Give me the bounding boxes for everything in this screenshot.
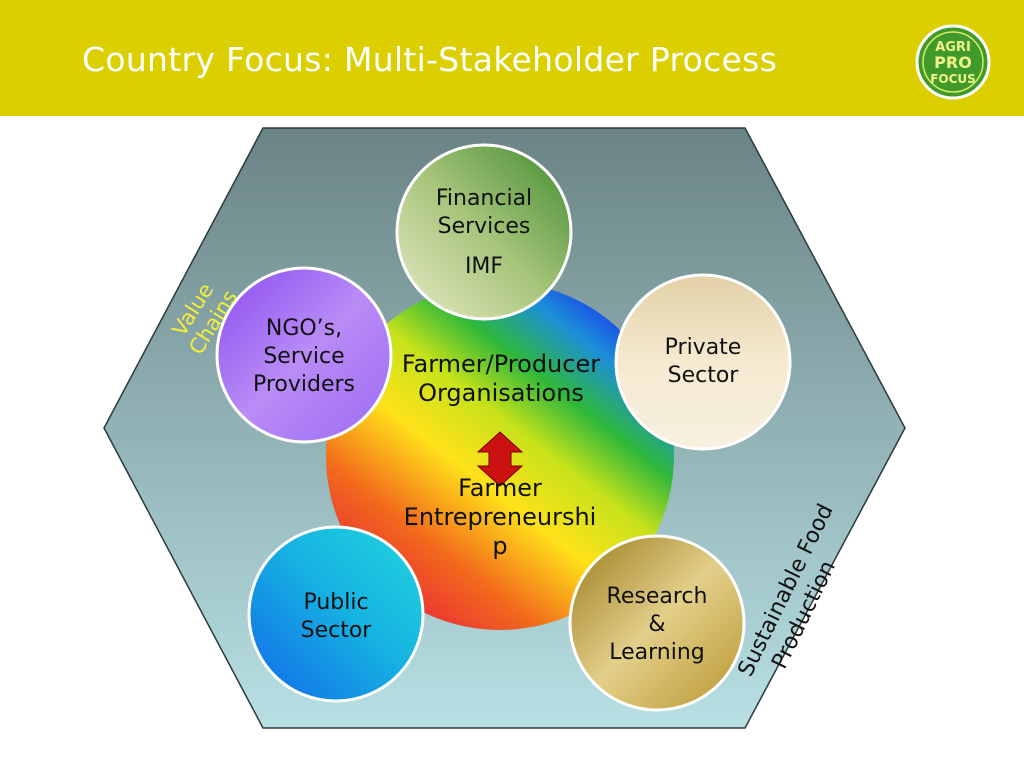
svg-text:PRO: PRO <box>934 53 972 72</box>
agri-pro-focus-logo: AGRI PRO FOCUS <box>915 24 991 100</box>
svg-text:FOCUS: FOCUS <box>930 72 976 86</box>
research-learning-circle <box>568 534 746 712</box>
financial-services-circle <box>395 143 573 321</box>
ngo-circle <box>215 266 393 444</box>
svg-text:AGRI: AGRI <box>935 40 971 55</box>
double-arrow-icon <box>476 431 524 487</box>
private-sector-circle <box>614 273 792 451</box>
slide-title: Country Focus: Multi-Stakeholder Process <box>82 40 778 79</box>
public-sector-circle <box>247 525 425 703</box>
header-bar: Country Focus: Multi-Stakeholder Process… <box>0 0 1024 116</box>
